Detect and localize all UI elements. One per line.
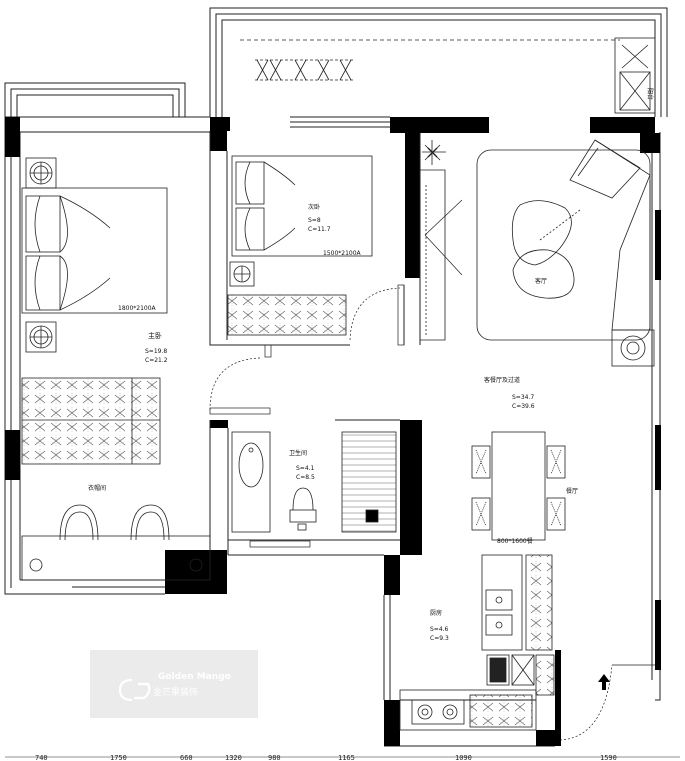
hall-name: 客餐厅及过道 — [484, 376, 520, 384]
plant-icon — [422, 140, 446, 165]
entry-arrow-icon — [598, 674, 610, 690]
wardrobe — [21, 377, 161, 465]
kitchen-name: 厨房 — [430, 609, 442, 617]
second-door — [349, 284, 405, 346]
master-door — [209, 344, 272, 415]
hall-cabinet — [420, 169, 446, 341]
dim-2: 1750 — [110, 754, 127, 761]
watermark-brand-cn: 金芒果装饰 — [153, 686, 198, 698]
bathtub — [231, 431, 271, 533]
kitchen-stove — [399, 689, 537, 731]
master-bed-size: 1800*2100A — [118, 305, 157, 312]
watermark: Golden Mango 金芒果装饰 — [90, 650, 258, 718]
second-nightstand — [229, 261, 255, 287]
dining-name: 餐厅 — [566, 487, 578, 495]
kitchen-counter — [481, 554, 555, 696]
second-bed-size: 1500*2100A — [323, 250, 362, 257]
outer-outline — [4, 7, 668, 747]
balcony-tag: 阳台 — [646, 88, 654, 100]
bathroom-door — [249, 540, 311, 548]
dim-1: 740 — [35, 754, 48, 761]
dim-5: 980 — [268, 754, 281, 761]
second-bedroom-perimeter: C=11.7 — [308, 226, 331, 233]
second-wardrobe — [227, 294, 347, 336]
cloakroom-name: 衣帽间 — [88, 484, 106, 492]
master-bedroom-area: S=19.8 — [145, 348, 167, 355]
hall-area: S=34.7 — [512, 394, 534, 401]
bathroom-perimeter: C=8.5 — [296, 474, 315, 481]
shower — [341, 431, 397, 533]
dim-3: 660 — [180, 754, 193, 761]
brand-logo-icon — [118, 678, 151, 702]
second-bedroom-name: 次卧 — [308, 203, 320, 211]
bathroom-area: S=4.1 — [296, 465, 315, 472]
living-rug — [476, 149, 651, 341]
master-nightstand-bottom — [25, 321, 57, 353]
dim-8: 1590 — [600, 754, 617, 761]
coffee-table — [511, 200, 581, 299]
watermark-brand-en: Golden Mango — [158, 672, 231, 682]
kitchen-perimeter: C=9.3 — [430, 635, 449, 642]
side-table — [611, 329, 655, 367]
toilet — [289, 487, 317, 531]
sofa-chaise — [569, 139, 651, 331]
hall-perimeter: C=39.6 — [512, 403, 535, 410]
dim-6: 1165 — [338, 754, 355, 761]
entry-door — [559, 664, 655, 741]
balcony-cabinet — [614, 37, 656, 114]
structural-walls — [5, 117, 661, 746]
balcony-drying-rack — [240, 39, 620, 81]
master-bedroom-perimeter: C=21.2 — [145, 357, 168, 364]
kitchen-area: S=4.6 — [430, 626, 449, 633]
vanity-desk — [21, 504, 211, 581]
dining-table-size: 800*1600餐 — [497, 537, 533, 545]
second-bed — [231, 155, 373, 257]
master-bed — [21, 187, 168, 314]
master-nightstand-top — [25, 157, 57, 189]
living-name: 客厅 — [535, 277, 547, 285]
master-bedroom-name: 主卧 — [148, 331, 162, 340]
dim-4: 1320 — [225, 754, 242, 761]
bathroom-name: 卫生间 — [289, 449, 307, 457]
tv-lines — [424, 199, 463, 276]
second-bedroom-area: S=8 — [308, 217, 321, 224]
dim-7: 1090 — [455, 754, 472, 761]
dining-table — [471, 431, 566, 541]
